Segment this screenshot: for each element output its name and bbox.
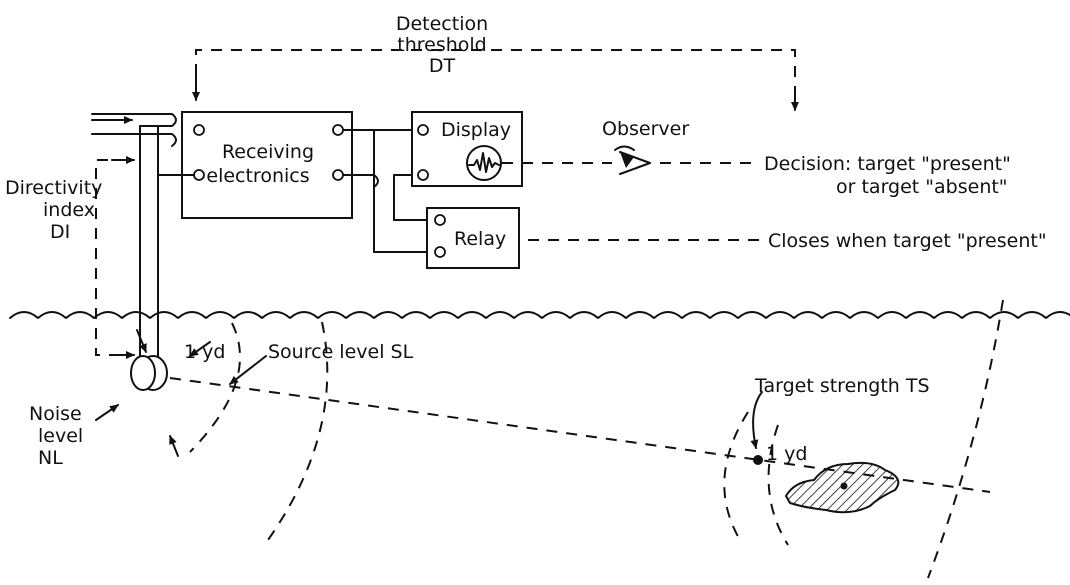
directivity-index-line-2: index — [43, 199, 95, 221]
target-distance-label: 1 yd — [766, 443, 807, 465]
noise-level-line-1: Noise — [29, 403, 82, 425]
directivity-index-line-1: Directivity — [5, 177, 102, 199]
target-reference-point — [753, 455, 763, 465]
directivity-index-line-3: DI — [50, 221, 70, 243]
relay-terminal-bottom — [434, 246, 446, 258]
display-terminal-bottom — [417, 169, 429, 181]
receiver-output-terminal-top — [332, 124, 344, 136]
display-box: Display — [411, 111, 523, 187]
detection-threshold-line-1: Detection — [396, 13, 488, 35]
receiver-output-wiring — [342, 129, 431, 253]
relay-note: Closes when target "present" — [768, 230, 1047, 252]
relay-box: Relay — [426, 207, 520, 269]
display-waveform — [468, 152, 500, 173]
transducer — [130, 329, 168, 391]
noise-level-line-3: NL — [38, 447, 63, 469]
detection-threshold-line-2: threshold — [397, 34, 486, 56]
source-level-label: Source level SL — [268, 341, 414, 363]
detection-threshold-line-3: DT — [429, 55, 456, 77]
sea-surface — [9, 311, 1070, 319]
detection-threshold-loop — [192, 49, 799, 111]
noise-level-line-2: level — [38, 425, 83, 447]
noise-arrows — [95, 404, 179, 457]
hydrophone-cable — [91, 113, 177, 357]
decision-line-1: Decision: target "present" — [764, 153, 1011, 175]
decision-line-2: or target "absent" — [836, 176, 1008, 198]
target-scattering-arcs — [723, 299, 1004, 579]
display-scope-screen — [466, 145, 502, 181]
source-distance-label: 1 yd — [184, 341, 225, 363]
receiving-electronics-line-1: Receiving — [222, 141, 314, 163]
target-body — [784, 461, 900, 514]
receiving-electronics-box: Receiving electronics — [181, 111, 353, 219]
relay-terminal-top — [434, 214, 446, 226]
display-label: Display — [441, 119, 511, 141]
target-strength-pointer — [750, 391, 763, 449]
directivity-index-label: Directivity index DI — [5, 177, 102, 243]
detection-threshold-label: Detection threshold DT — [396, 13, 488, 77]
observer-eye-icon — [614, 145, 651, 175]
source-level-pointer — [229, 355, 267, 385]
observer-label: Observer — [602, 118, 689, 140]
receiving-electronics-line-2: electronics — [206, 165, 309, 187]
directivity-path — [95, 156, 135, 359]
receiver-input-terminal-bottom — [193, 169, 205, 181]
display-terminal-top — [417, 124, 429, 136]
receiver-output-terminal-bottom — [332, 169, 344, 181]
target-strength-label: Target strength TS — [754, 375, 930, 397]
source-range-arrow — [189, 341, 211, 357]
relay-label: Relay — [454, 228, 506, 250]
receiver-input-terminal-top — [193, 124, 205, 136]
